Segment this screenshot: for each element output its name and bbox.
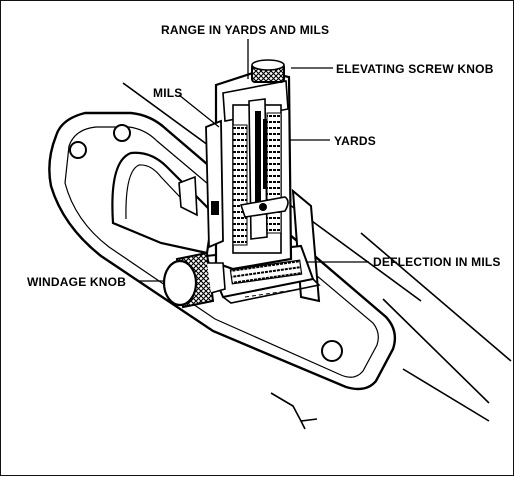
- mils-scale: [232, 124, 248, 246]
- elevation-scale: [205, 69, 293, 271]
- mounting-hole: [69, 141, 87, 159]
- mounting-hole: [113, 124, 131, 142]
- windage-knob: [162, 251, 226, 309]
- mounting-hole: [321, 340, 343, 362]
- label-yards: YARDS: [334, 134, 376, 148]
- label-windage-knob: WINDAGE KNOB: [27, 275, 126, 289]
- label-range: RANGE IN YARDS AND MILS: [161, 23, 329, 37]
- elevating-screw-knob: [251, 59, 285, 83]
- labels: RANGE IN YARDS AND MILS ELEVATING SCREW …: [27, 23, 501, 289]
- label-mils: MILS: [153, 86, 182, 100]
- leader-lines: [137, 39, 369, 282]
- yards-scale: [266, 112, 282, 234]
- sight-guard: [111, 151, 215, 255]
- label-deflection: DEFLECTION IN MILS: [373, 255, 501, 269]
- label-elevating-screw-knob: ELEVATING SCREW KNOB: [336, 62, 494, 76]
